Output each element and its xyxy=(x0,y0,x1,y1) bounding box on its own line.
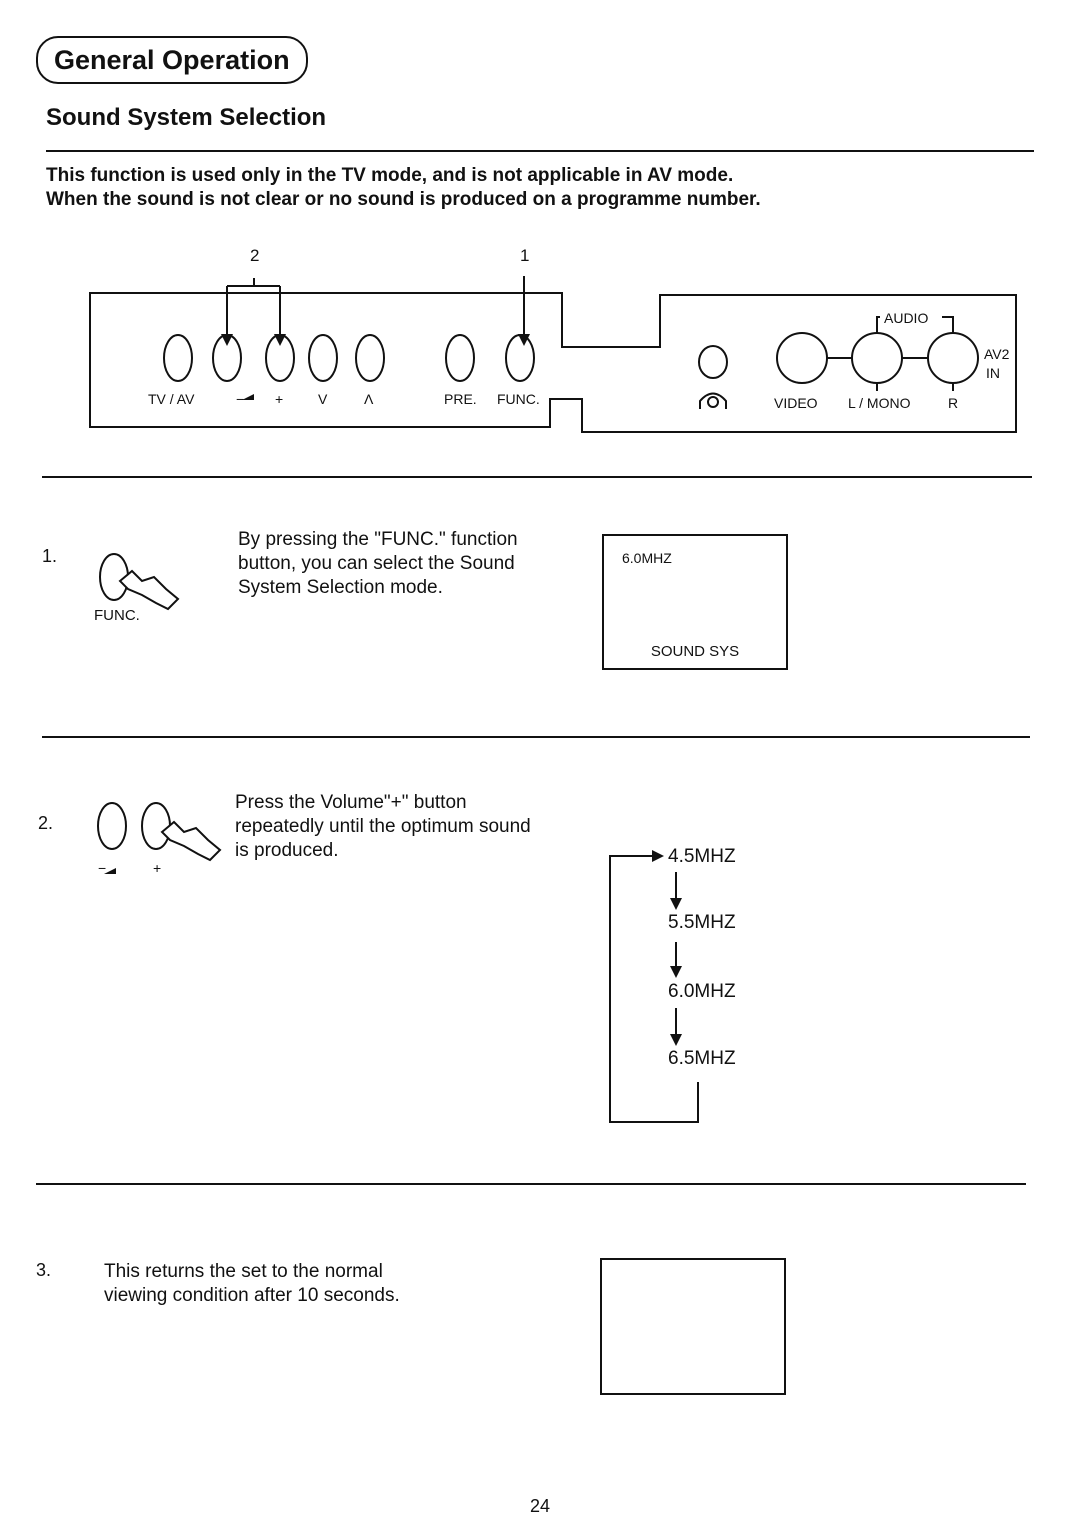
section-title: General Operation xyxy=(36,36,308,84)
step-1-line-2: button, you can select the Sound xyxy=(238,553,515,574)
label-ch-down: V xyxy=(318,391,328,407)
header-divider xyxy=(46,150,1034,152)
callout-1: 1 xyxy=(520,246,529,265)
divider-2 xyxy=(42,736,1030,738)
step-1-line-1: By pressing the "FUNC." function xyxy=(238,529,518,550)
pre-button-shape xyxy=(445,334,475,382)
pressing-hand-icon xyxy=(160,820,222,862)
audio-bracket xyxy=(876,316,954,333)
volume-wedge-icon xyxy=(242,394,254,400)
step-3-line-1: This returns the set to the normal xyxy=(104,1261,383,1282)
step-1-number: 1. xyxy=(42,546,58,566)
label-audio: AUDIO xyxy=(884,310,928,326)
label-l-mono: L / MONO xyxy=(848,395,911,411)
label-r: R xyxy=(948,395,958,411)
osd-screen-normal xyxy=(600,1258,786,1395)
cycle-freq-3: 6.0MHZ xyxy=(668,981,736,1002)
callout-2: 2 xyxy=(250,246,259,265)
cycle-freq-1: 4.5MHZ xyxy=(668,846,736,867)
tv-av-button-shape xyxy=(163,334,193,382)
l-mono-jack-shape xyxy=(851,332,903,384)
control-panel-diagram: 2 1 TV / AV − + V Λ PRE. FUNC. AUDIO VID… xyxy=(89,246,1017,433)
step-2-line-2: repeatedly until the optimum sound xyxy=(235,816,531,837)
r-jack-shape xyxy=(927,332,979,384)
osd-screen-sound-sys: 6.0MHZ SOUND SYS xyxy=(602,534,788,670)
cycle-freq-4: 6.5MHZ xyxy=(668,1048,736,1069)
step-2-text: Press the Volume"+" button repeatedly un… xyxy=(235,791,531,863)
headphone-jack-shape xyxy=(698,345,728,379)
step-2-plus-label: + xyxy=(153,860,162,876)
label-in: IN xyxy=(986,365,1000,381)
label-video: VIDEO xyxy=(774,395,818,411)
volume-wedge-icon xyxy=(104,868,116,874)
cycle-freq-2: 5.5MHZ xyxy=(668,912,736,933)
step-3-text: This returns the set to the normal viewi… xyxy=(104,1260,400,1308)
page-number: 24 xyxy=(529,1496,551,1516)
intro-line-2: When the sound is not clear or no sound … xyxy=(46,189,761,210)
jack-ticks xyxy=(876,383,954,391)
ch-up-button-shape xyxy=(355,334,385,382)
panel-outline xyxy=(89,292,1017,433)
volume-press-illustration xyxy=(97,802,222,874)
func-button-shape xyxy=(505,334,535,382)
label-pre: PRE. xyxy=(444,391,477,407)
step-1-text: By pressing the "FUNC." function button,… xyxy=(238,528,518,600)
divider-1 xyxy=(42,476,1032,478)
step-1-line-3: System Selection mode. xyxy=(238,577,443,598)
page-subtitle: Sound System Selection xyxy=(46,104,327,131)
label-vol-plus: + xyxy=(275,391,283,407)
label-tv-av: TV / AV xyxy=(148,391,195,407)
step-1-button-label: FUNC. xyxy=(94,607,140,624)
divider-3 xyxy=(36,1183,1026,1185)
label-av2: AV2 xyxy=(984,346,1010,362)
step-2-line-3: is produced. xyxy=(235,840,339,861)
ch-down-button-shape xyxy=(308,334,338,382)
headphone-icon xyxy=(699,392,727,409)
callout-2-bracket xyxy=(226,278,281,340)
label-func: FUNC. xyxy=(497,391,540,407)
video-jack-shape xyxy=(776,332,828,384)
osd-frequency: 6.0MHZ xyxy=(622,550,672,566)
intro-line-1: This function is used only in the TV mod… xyxy=(46,165,734,186)
intro-text: This function is used only in the TV mod… xyxy=(46,164,761,212)
step-3-line-2: viewing condition after 10 seconds. xyxy=(104,1285,400,1306)
vol-minus-button-shape xyxy=(97,802,127,850)
step-2-minus-label: − xyxy=(98,860,107,876)
label-vol-minus: − xyxy=(236,391,244,407)
frequency-cycle-arrows xyxy=(609,850,699,1123)
step-2-line-1: Press the Volume"+" button xyxy=(235,792,467,813)
osd-mode-label: SOUND SYS xyxy=(650,643,740,660)
func-press-illustration xyxy=(99,553,180,611)
pressing-hand-icon xyxy=(118,569,180,611)
vol-plus-button-shape xyxy=(141,802,171,850)
step-3-number: 3. xyxy=(36,1260,52,1280)
step-2-number: 2. xyxy=(38,813,54,833)
label-ch-up: Λ xyxy=(364,391,374,407)
